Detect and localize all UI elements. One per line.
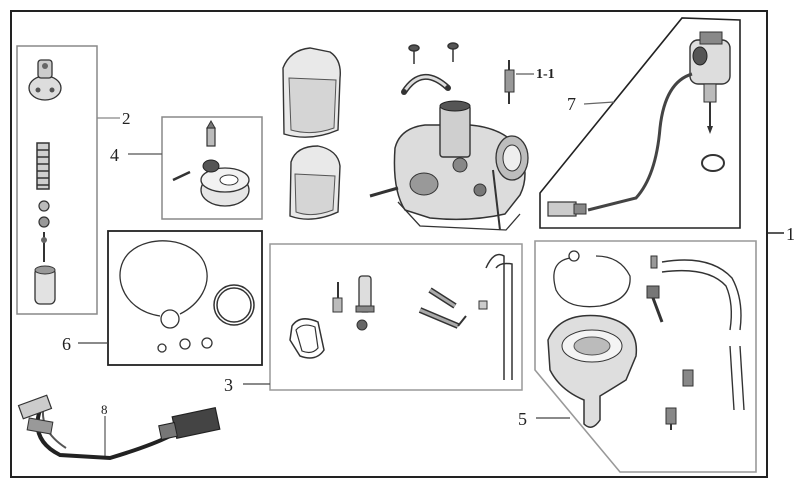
carburetor-body — [369, 100, 529, 231]
main-jet-part — [332, 282, 343, 313]
choke-connector-part — [547, 201, 587, 217]
callout-6: 6 — [62, 334, 71, 354]
small-plug-part — [356, 319, 368, 331]
overflow-hose-part — [661, 259, 745, 411]
drain-screw-part — [646, 255, 664, 323]
throttle-bracket-part — [401, 74, 451, 95]
callout-7: 7 — [567, 94, 576, 114]
group-2-box — [16, 45, 120, 315]
choke-cap-part — [28, 59, 62, 101]
callout-5: 5 — [518, 409, 527, 429]
idle-screw-parts — [665, 369, 694, 430]
callout-4: 4 — [110, 145, 119, 165]
bracket-screws — [408, 42, 459, 64]
group-6-box — [78, 230, 263, 366]
callout-2: 2 — [122, 109, 131, 128]
carburetor-covers — [282, 47, 341, 220]
callout-1-1: 1-1 — [536, 67, 555, 82]
group-4-box — [128, 116, 263, 220]
choke-o-ring — [701, 154, 725, 172]
auto-choke-part — [689, 31, 731, 134]
group-3-box — [243, 243, 523, 391]
choke-wire-part — [587, 72, 693, 212]
float-chamber-bowl — [547, 314, 638, 428]
pilot-screw-parts — [418, 287, 488, 329]
callout-1: 1 — [786, 224, 795, 244]
callout-8: 8 — [101, 402, 108, 417]
spring-part — [36, 142, 50, 190]
drain-hose-part — [485, 253, 513, 380]
float-needle-part — [206, 119, 216, 147]
group-5-box — [534, 240, 757, 473]
float-part — [200, 159, 250, 207]
callout-3: 3 — [224, 375, 233, 395]
gasket-ring-large — [119, 240, 208, 329]
o-ring-part — [213, 284, 255, 326]
retainer-part — [38, 200, 50, 262]
group-7-box — [539, 17, 741, 229]
float-chamber-gasket — [553, 250, 631, 308]
small-o-rings — [157, 337, 213, 353]
piston-valve-part — [34, 265, 56, 305]
outer-frame — [10, 10, 768, 478]
float-pin-part — [172, 170, 191, 182]
gasket-part — [289, 318, 325, 359]
needle-jet-part — [355, 275, 375, 313]
jet-needle-part — [504, 60, 515, 104]
wire-harness-part — [17, 394, 221, 461]
